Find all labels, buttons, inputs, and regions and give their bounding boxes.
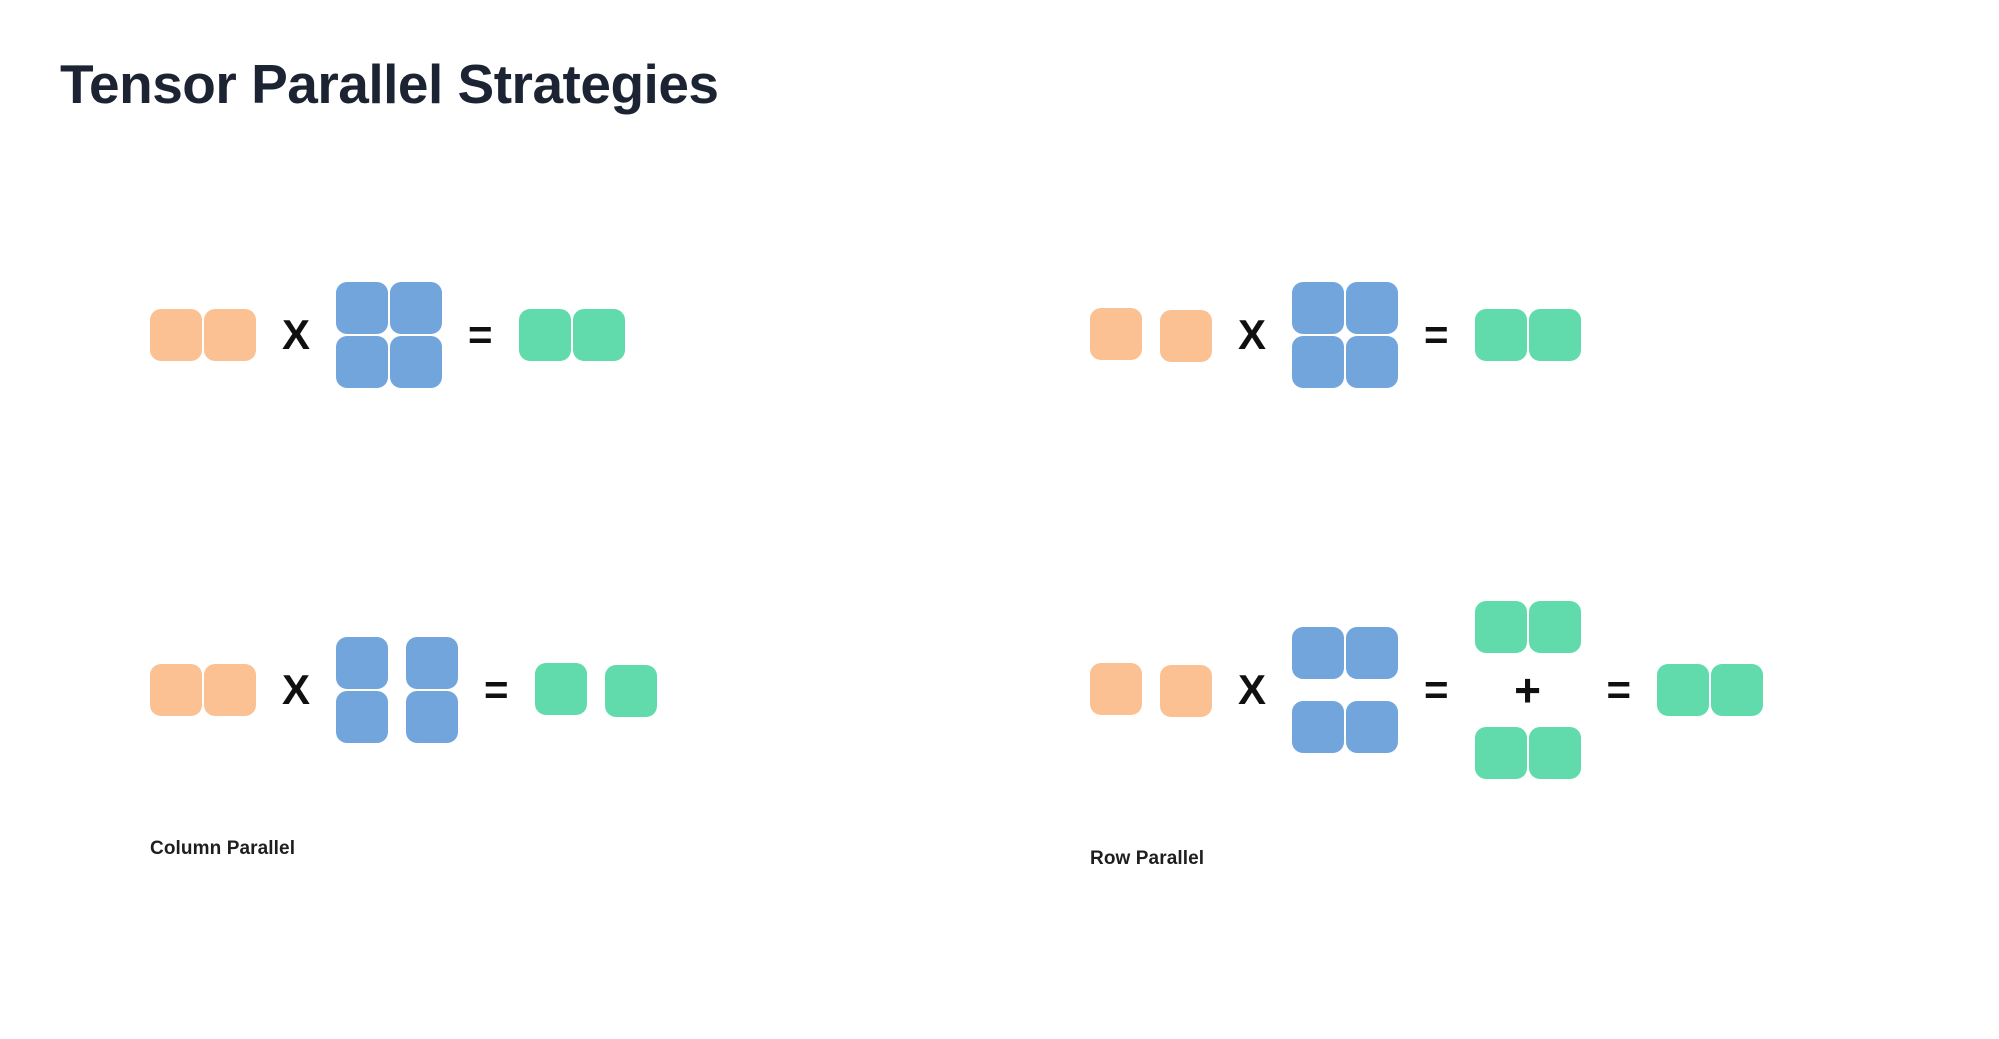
matrix-cell-orange bbox=[150, 664, 202, 716]
multiply-operator: X bbox=[1238, 311, 1267, 358]
matrix-cell-green bbox=[1528, 727, 1581, 779]
multiply-operator: X bbox=[282, 666, 311, 713]
equals-operator: = bbox=[1424, 666, 1449, 713]
matrix-cell-green bbox=[1528, 601, 1581, 653]
matrix-cell-green bbox=[1474, 601, 1527, 653]
output-matrix-green-reduced bbox=[1657, 664, 1764, 716]
matrix-cell-blue bbox=[1346, 701, 1399, 753]
equals-operator: = bbox=[1424, 311, 1449, 358]
input-shard-1 bbox=[1160, 665, 1212, 717]
equation-row-parallel-sharded: X = + = bbox=[1090, 595, 1764, 785]
equation-column-parallel-unsharded: X = bbox=[150, 240, 657, 430]
weight-matrix-blue bbox=[336, 282, 443, 388]
input-matrix-orange bbox=[150, 664, 256, 716]
matrix-cell-green bbox=[604, 665, 657, 717]
matrix-cell-green bbox=[1711, 664, 1764, 716]
matrix-cell-blue bbox=[390, 336, 443, 388]
matrix-cell-blue bbox=[390, 282, 443, 334]
output-matrix-green bbox=[518, 309, 625, 361]
matrix-cell-orange bbox=[204, 664, 256, 716]
matrix-row bbox=[150, 309, 256, 361]
matrix-cell-blue bbox=[1346, 336, 1399, 388]
weight-matrix-blue bbox=[1292, 282, 1399, 388]
matrix-cell-blue bbox=[1346, 627, 1399, 679]
input-shard-0 bbox=[1090, 308, 1142, 362]
page-title: Tensor Parallel Strategies bbox=[60, 53, 719, 115]
partial-output-0 bbox=[1474, 601, 1581, 653]
matrix-row bbox=[518, 309, 625, 361]
equation-column-parallel-sharded: X = bbox=[150, 595, 657, 785]
matrix-cell-blue bbox=[1292, 627, 1345, 679]
matrix-cell-blue bbox=[336, 637, 389, 689]
equals-operator: = bbox=[468, 311, 493, 358]
matrix-cell-green bbox=[1474, 309, 1527, 361]
matrix-row bbox=[336, 691, 389, 743]
weight-matrix-blue-column-sharded bbox=[336, 637, 459, 743]
matrix-cell-blue bbox=[406, 691, 459, 743]
matrix-cell-green bbox=[572, 309, 625, 361]
matrix-row bbox=[1292, 336, 1399, 388]
equals-operator: = bbox=[484, 666, 509, 713]
multiply-operator: X bbox=[282, 311, 311, 358]
equals-operator-final: = bbox=[1606, 666, 1632, 713]
weight-shard-row-1 bbox=[1292, 701, 1399, 753]
weight-shard-column-0 bbox=[336, 637, 389, 743]
matrix-row bbox=[336, 336, 443, 388]
matrix-cell-orange bbox=[1090, 308, 1142, 360]
plus-operator: + bbox=[1514, 664, 1541, 716]
matrix-cell-blue bbox=[336, 691, 389, 743]
output-shard-column-0 bbox=[534, 663, 587, 717]
input-shard-0 bbox=[1090, 663, 1142, 717]
matrix-row bbox=[150, 664, 256, 716]
matrix-cell-blue bbox=[336, 336, 389, 388]
plus-operator-wrapper: + bbox=[1514, 667, 1541, 713]
matrix-cell-blue bbox=[1346, 282, 1399, 334]
input-matrix-orange bbox=[150, 309, 256, 361]
matrix-cell-green bbox=[518, 309, 571, 361]
matrix-cell-green bbox=[1474, 727, 1527, 779]
weight-shard-row-0 bbox=[1292, 627, 1399, 679]
matrix-cell-blue bbox=[406, 637, 459, 689]
matrix-row bbox=[406, 637, 459, 689]
matrix-row bbox=[1474, 309, 1581, 361]
matrix-row bbox=[406, 691, 459, 743]
matrix-cell-blue bbox=[336, 282, 389, 334]
input-matrix-orange bbox=[1090, 308, 1212, 362]
weight-shard-column-1 bbox=[406, 637, 459, 743]
matrix-cell-blue bbox=[1292, 701, 1345, 753]
panel-column-parallel: X = X bbox=[150, 240, 657, 785]
input-matrix-orange bbox=[1090, 663, 1212, 717]
output-shard-column-1 bbox=[604, 665, 657, 717]
panel-label-row-parallel: Row Parallel bbox=[1090, 848, 1205, 869]
input-shard-1 bbox=[1160, 310, 1212, 362]
panel-label-column-parallel: Column Parallel bbox=[150, 838, 296, 859]
partial-output-1 bbox=[1474, 727, 1581, 779]
matrix-cell-green bbox=[1657, 664, 1710, 716]
weight-matrix-blue-row-sharded bbox=[1292, 627, 1399, 753]
multiply-operator: X bbox=[1238, 666, 1267, 713]
matrix-cell-green bbox=[1528, 309, 1581, 361]
partial-sum-stack: + bbox=[1474, 601, 1581, 779]
panel-row-parallel: X = X bbox=[1090, 240, 1764, 785]
output-matrix-green-column-sharded bbox=[534, 663, 657, 717]
matrix-row bbox=[1657, 664, 1764, 716]
matrix-cell-blue bbox=[1292, 336, 1345, 388]
matrix-cell-orange bbox=[150, 309, 202, 361]
matrix-cell-orange bbox=[204, 309, 256, 361]
matrix-row bbox=[336, 637, 389, 689]
matrix-cell-blue bbox=[1292, 282, 1345, 334]
matrix-row bbox=[336, 282, 443, 334]
matrix-cell-orange bbox=[1090, 663, 1142, 715]
matrix-cell-green bbox=[534, 663, 587, 715]
matrix-cell-orange bbox=[1160, 310, 1212, 362]
output-matrix-green bbox=[1474, 309, 1581, 361]
equation-row-parallel-unsharded: X = bbox=[1090, 240, 1763, 430]
matrix-row bbox=[1292, 282, 1399, 334]
matrix-cell-orange bbox=[1160, 665, 1212, 717]
